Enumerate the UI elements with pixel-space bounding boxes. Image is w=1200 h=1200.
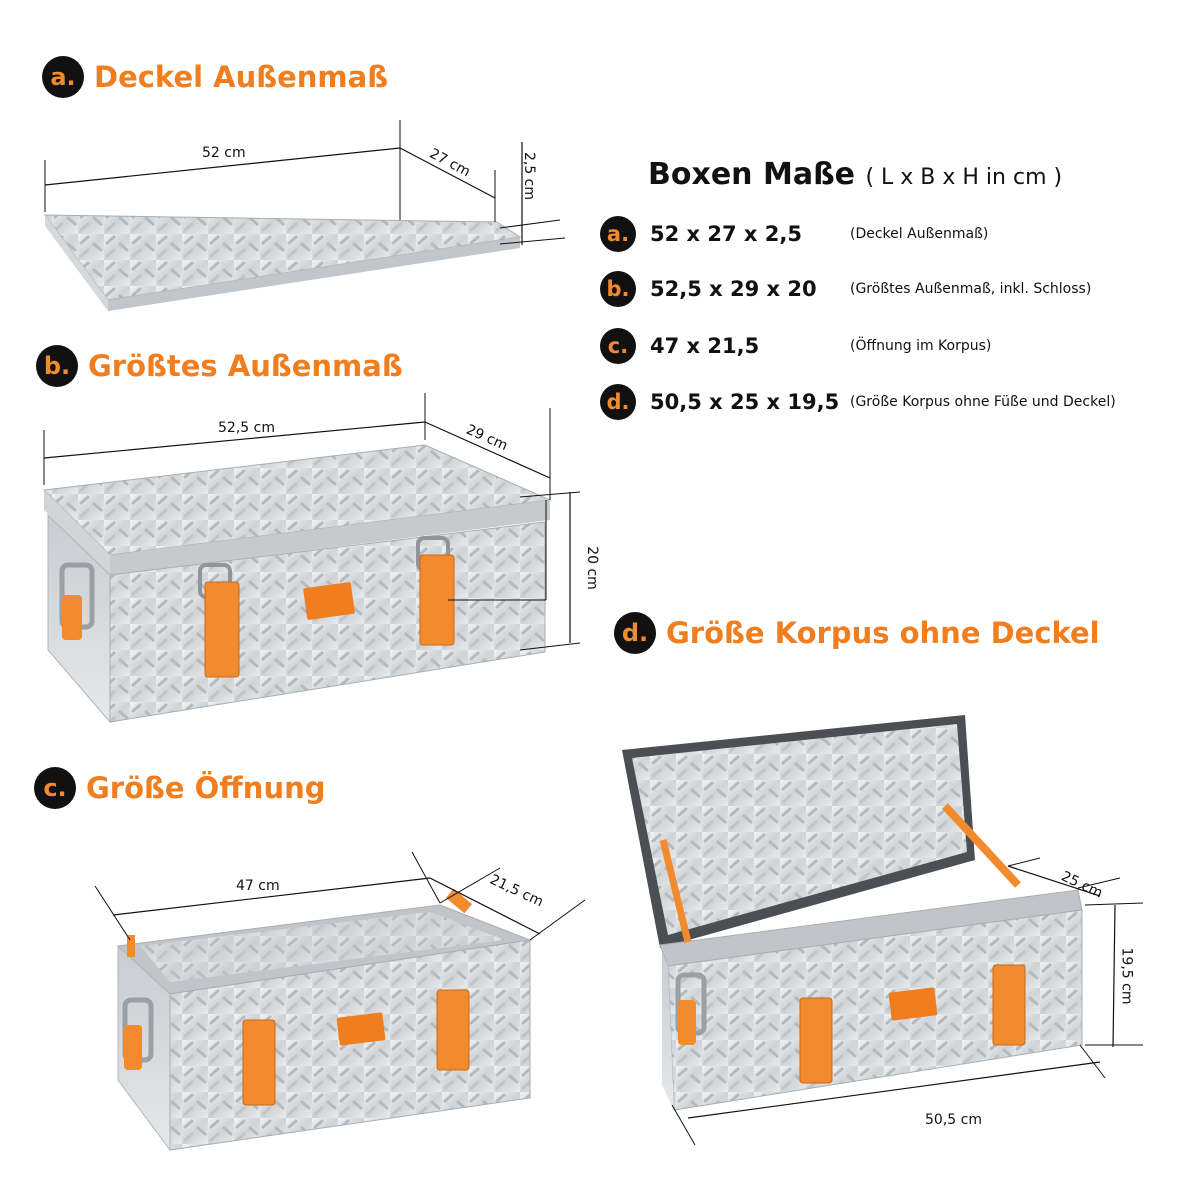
- summary-value-d: 50,5 x 25 x 19,5: [650, 390, 840, 414]
- dim-a-height: 2,5 cm: [521, 151, 538, 201]
- summary-row-a: a. 52 x 27 x 2,5 (Deckel Außenmaß): [600, 216, 988, 252]
- summary-row-d: d. 50,5 x 25 x 19,5 (Größe Korpus ohne F…: [600, 384, 1116, 420]
- lid-illustration: [43, 120, 566, 311]
- heading-d-text: Größe Korpus ohne Deckel: [666, 616, 1100, 650]
- badge-b: b.: [36, 345, 78, 387]
- summary-row-b: b. 52,5 x 29 x 20 (Größtes Außenmaß, ink…: [600, 271, 1091, 307]
- heading-c-text: Größe Öffnung: [86, 771, 326, 805]
- heading-a-text: Deckel Außenmaß: [94, 60, 389, 94]
- dim-d-height: 19,5 cm: [1118, 947, 1135, 1005]
- closed-box-illustration: [42, 393, 581, 724]
- summary-value-b: 52,5 x 29 x 20: [650, 277, 817, 301]
- open-box-illustration: [94, 851, 586, 1152]
- section-heading-d: d. Größe Korpus ohne Deckel: [614, 612, 1100, 654]
- section-heading-b: b. Größtes Außenmaß: [36, 345, 403, 387]
- dim-a-length: 52 cm: [202, 145, 246, 161]
- summary-badge-d: d.: [600, 384, 636, 420]
- summary-badge-c: c.: [600, 328, 636, 364]
- dim-d-length: 50,5 cm: [925, 1112, 982, 1128]
- section-heading-a: a. Deckel Außenmaß: [42, 56, 388, 98]
- section-heading-c: c. Größe Öffnung: [34, 767, 326, 809]
- summary-value-c: 47 x 21,5: [650, 334, 760, 358]
- dim-c-length: 47 cm: [236, 878, 280, 894]
- summary-note-d: (Größe Korpus ohne Füße und Deckel): [850, 394, 1116, 410]
- summary-title: Boxen Maße ( L x B x H in cm ): [648, 157, 1062, 192]
- summary-title-text: Boxen Maße: [648, 157, 855, 192]
- summary-badge-a: a.: [600, 216, 636, 252]
- badge-c: c.: [34, 767, 76, 809]
- badge-d: d.: [614, 612, 656, 654]
- summary-note-a: (Deckel Außenmaß): [850, 226, 989, 242]
- dim-b-height: 20 cm: [583, 546, 600, 590]
- badge-a: a.: [42, 56, 84, 98]
- summary-note-b: (Größtes Außenmaß, inkl. Schloss): [850, 281, 1092, 297]
- open-lid-box-illustration: [622, 715, 1144, 1146]
- summary-unit: ( L x B x H in cm ): [865, 165, 1063, 190]
- heading-b-text: Größtes Außenmaß: [88, 349, 403, 383]
- summary-note-c: (Öffnung im Korpus): [850, 338, 992, 354]
- summary-value-a: 52 x 27 x 2,5: [650, 222, 802, 246]
- summary-badge-b: b.: [600, 271, 636, 307]
- dim-b-length: 52,5 cm: [218, 420, 275, 436]
- summary-row-c: c. 47 x 21,5 (Öffnung im Korpus): [600, 328, 991, 364]
